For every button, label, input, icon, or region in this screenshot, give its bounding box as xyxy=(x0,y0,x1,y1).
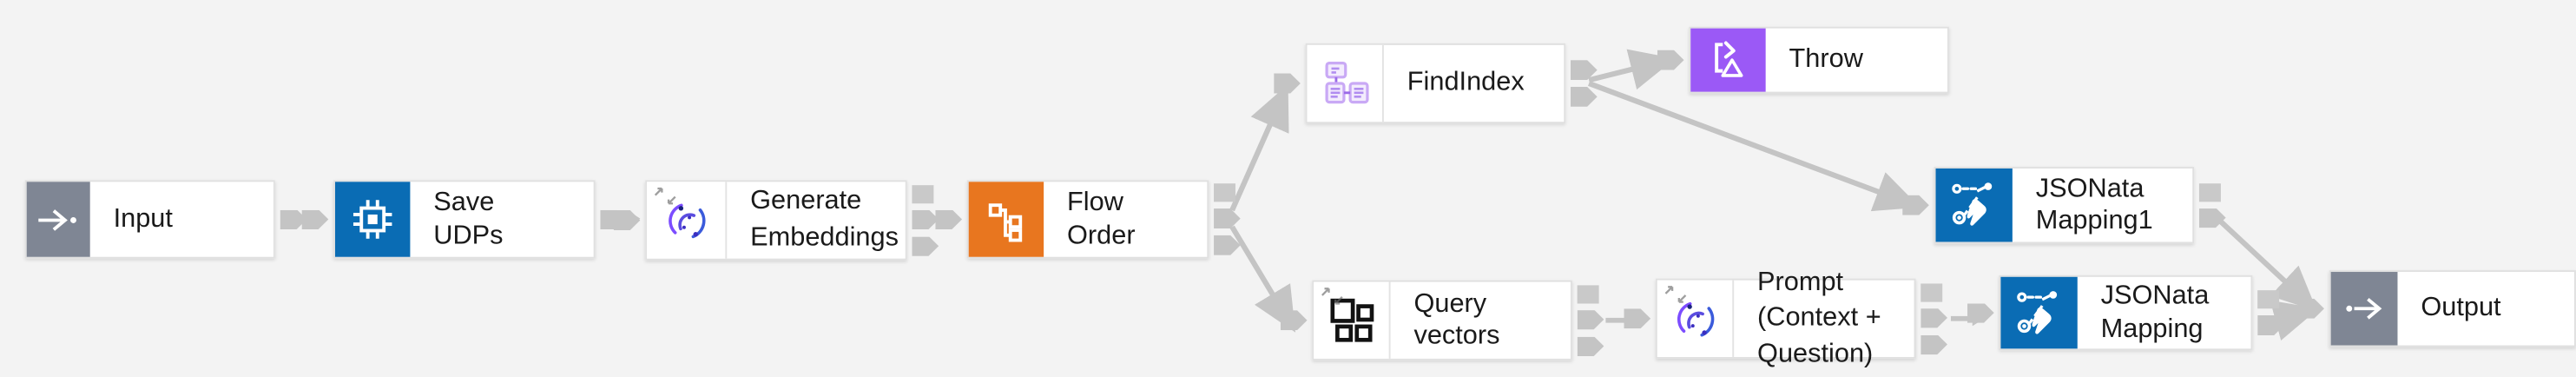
input-ports[interactable] xyxy=(935,182,968,256)
node-label: Throw xyxy=(1789,45,1863,75)
input-ports[interactable] xyxy=(1967,277,2000,349)
node-label: JSONata Mapping xyxy=(2100,282,2210,343)
jsonata-hand-map-icon xyxy=(2000,276,2078,349)
output-port-3[interactable] xyxy=(1577,335,1604,356)
output-port-2[interactable] xyxy=(1577,309,1604,330)
collapse-arrows-icon[interactable] xyxy=(1321,287,1344,305)
output-port-2[interactable] xyxy=(912,209,939,230)
output-ports[interactable] xyxy=(906,182,939,258)
node-generate-embeddings[interactable]: Generate Embeddings xyxy=(613,180,939,261)
node-query-vectors[interactable]: Query vectors xyxy=(1280,280,1604,360)
node-label: Generate Embeddings xyxy=(750,187,899,252)
ai-spiral-glyph xyxy=(668,203,705,239)
output-port-1[interactable] xyxy=(1570,60,1598,81)
input-port[interactable] xyxy=(1624,308,1651,329)
grid-squares-icon xyxy=(1314,281,1391,359)
output-port-2[interactable] xyxy=(2198,208,2226,228)
output-port-3[interactable] xyxy=(1920,334,1947,355)
input-port[interactable] xyxy=(1274,73,1301,94)
node-jsonata-mapping[interactable]: JSONata Mapping xyxy=(1967,274,2284,351)
throw-error-icon xyxy=(1690,28,1766,92)
dot-to-arrow-icon xyxy=(2330,272,2398,346)
node-label: Output xyxy=(2421,294,2501,323)
jsonata-hand-map-icon xyxy=(1935,168,2013,242)
node-findindex[interactable]: FindIndex xyxy=(1274,43,1598,124)
arrow-to-dot-icon xyxy=(26,182,90,257)
throw-error-glyph xyxy=(1714,41,1743,77)
output-port-2[interactable] xyxy=(2257,314,2284,335)
input-port[interactable] xyxy=(613,209,641,231)
node-label: Query vectors xyxy=(1413,289,1500,351)
grid-squares-glyph xyxy=(1329,298,1374,342)
collapse-arrows-icon[interactable] xyxy=(654,187,677,205)
output-ports[interactable] xyxy=(1914,281,1947,357)
input-ports[interactable] xyxy=(1274,45,1307,122)
output-port-1[interactable] xyxy=(1577,284,1599,303)
dot-to-arrow-glyph xyxy=(2346,297,2382,320)
ai-spiral-icon xyxy=(1657,280,1735,357)
output-port-2[interactable] xyxy=(1214,208,1241,229)
output-ports[interactable] xyxy=(2250,277,2284,349)
node-input[interactable]: Input xyxy=(24,180,307,259)
collapse-arrows-icon[interactable] xyxy=(1664,285,1688,303)
jsonata-hand-map-glyph xyxy=(2017,290,2058,334)
output-port-1[interactable] xyxy=(2257,290,2280,309)
output-ports[interactable] xyxy=(1207,182,1241,256)
input-port[interactable] xyxy=(1657,50,1684,70)
hierarchy-index-glyph xyxy=(1324,61,1368,104)
input-port[interactable] xyxy=(2297,298,2324,319)
output-port-1[interactable] xyxy=(1214,183,1235,202)
node-throw[interactable]: Throw xyxy=(1657,26,1949,94)
output-ports[interactable] xyxy=(1571,282,1604,359)
input-ports[interactable] xyxy=(301,182,335,256)
node-prompt-context-question[interactable]: Prompt (Context + Question) xyxy=(1624,268,1947,369)
input-port[interactable] xyxy=(935,209,963,230)
jsonata-hand-map-glyph xyxy=(1952,182,1993,226)
output-port-2[interactable] xyxy=(1570,86,1598,107)
chip-glyph xyxy=(352,200,392,239)
arrow-to-dot-glyph xyxy=(38,208,76,230)
node-save-udps[interactable]: Save UDPs xyxy=(301,180,628,259)
node-label: FindIndex xyxy=(1407,69,1525,98)
input-ports[interactable] xyxy=(2297,272,2330,345)
node-jsonata-mapping1[interactable]: JSONata Mapping1 xyxy=(1902,167,2226,244)
input-ports[interactable] xyxy=(1280,282,1314,359)
flow-branch-glyph xyxy=(987,202,1022,241)
node-label: Prompt (Context + Question) xyxy=(1757,268,1881,369)
input-port[interactable] xyxy=(301,209,329,230)
input-ports[interactable] xyxy=(613,182,647,258)
chip-icon xyxy=(334,182,411,257)
input-port[interactable] xyxy=(1902,195,1929,215)
ai-spiral-icon xyxy=(647,182,728,259)
output-ports[interactable] xyxy=(2192,169,2226,241)
input-port[interactable] xyxy=(1967,302,1994,323)
node-label: JSONata Mapping1 xyxy=(2035,175,2153,235)
input-port[interactable] xyxy=(1280,310,1308,331)
input-ports[interactable] xyxy=(1657,29,1690,92)
output-ports[interactable] xyxy=(1564,45,1598,122)
input-ports[interactable] xyxy=(1902,169,1935,241)
node-output[interactable]: Output xyxy=(2297,270,2576,347)
ai-spiral-glyph xyxy=(1677,301,1714,337)
output-port-1[interactable] xyxy=(912,184,934,203)
output-port-1[interactable] xyxy=(1920,282,1943,301)
input-ports[interactable] xyxy=(1624,281,1657,357)
output-port-3[interactable] xyxy=(1214,235,1241,255)
node-label: Input xyxy=(113,205,173,234)
flow-branch-icon xyxy=(968,182,1044,257)
node-label: Flow Order xyxy=(1067,188,1136,250)
hierarchy-index-icon xyxy=(1307,44,1384,122)
node-label: Save UDPs xyxy=(433,188,504,250)
output-port-2[interactable] xyxy=(1920,308,1947,328)
output-port-3[interactable] xyxy=(912,235,939,256)
node-flow-order[interactable]: Flow Order xyxy=(935,180,1241,259)
output-port-1[interactable] xyxy=(2198,182,2221,202)
